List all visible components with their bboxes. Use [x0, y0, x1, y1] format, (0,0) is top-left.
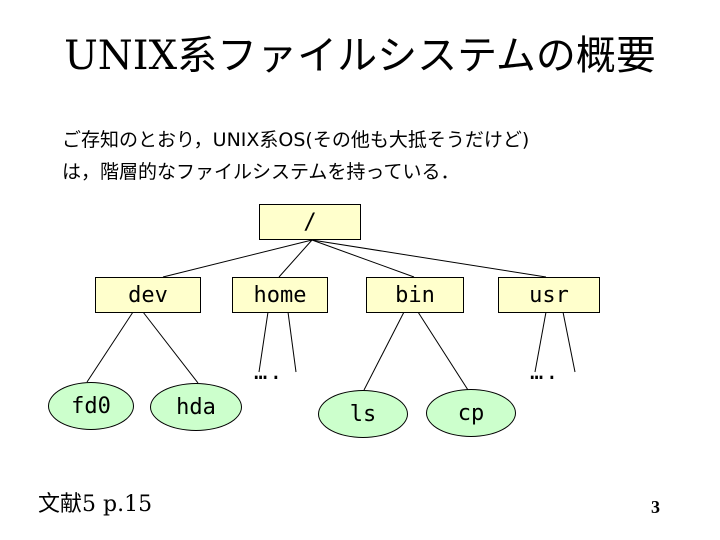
page-number: 3 — [651, 497, 660, 517]
edge-root-usr — [311, 239, 547, 278]
edge-root-home — [278, 239, 313, 278]
home-ellipsis: …. — [254, 360, 285, 385]
intro-line-2: は，階層的なファイルシステムを持っている． — [62, 161, 460, 183]
edge-usr-ellipsis-right — [562, 311, 576, 373]
edge-bin-cp — [417, 311, 469, 391]
edge-dev-fd0 — [86, 311, 134, 383]
edge-root-bin — [311, 239, 415, 278]
file-node-cp: cp — [426, 389, 516, 437]
dir-node-dev: dev — [95, 277, 201, 313]
edge-usr-ellipsis-left — [534, 311, 547, 373]
file-node-hda: hda — [150, 383, 242, 431]
file-node-ls: ls — [318, 390, 408, 438]
edge-root-dev — [162, 239, 313, 278]
intro-line-1: ご存知のとおり，UNIX系OS(その他も大抵そうだけど) — [62, 129, 530, 151]
file-node-fd0: fd0 — [48, 382, 134, 430]
usr-ellipsis: …. — [530, 360, 561, 385]
dir-node-home: home — [232, 277, 328, 313]
dir-node-usr: usr — [498, 277, 600, 313]
reference-note: 文献5 p.15 — [38, 492, 153, 517]
edge-dev-hda — [142, 311, 199, 384]
edge-home-ellipsis-left — [258, 311, 269, 373]
root-dir-node: / — [259, 204, 361, 240]
edge-bin-ls — [363, 311, 405, 391]
intro-text: ご存知のとおり，UNIX系OS(その他も大抵そうだけど) は，階層的なファイルシ… — [62, 124, 682, 188]
edge-home-ellipsis-right — [287, 311, 297, 373]
dir-node-bin: bin — [366, 277, 464, 313]
slide-title: UNIX系ファイルシステムの概要 — [64, 33, 656, 79]
